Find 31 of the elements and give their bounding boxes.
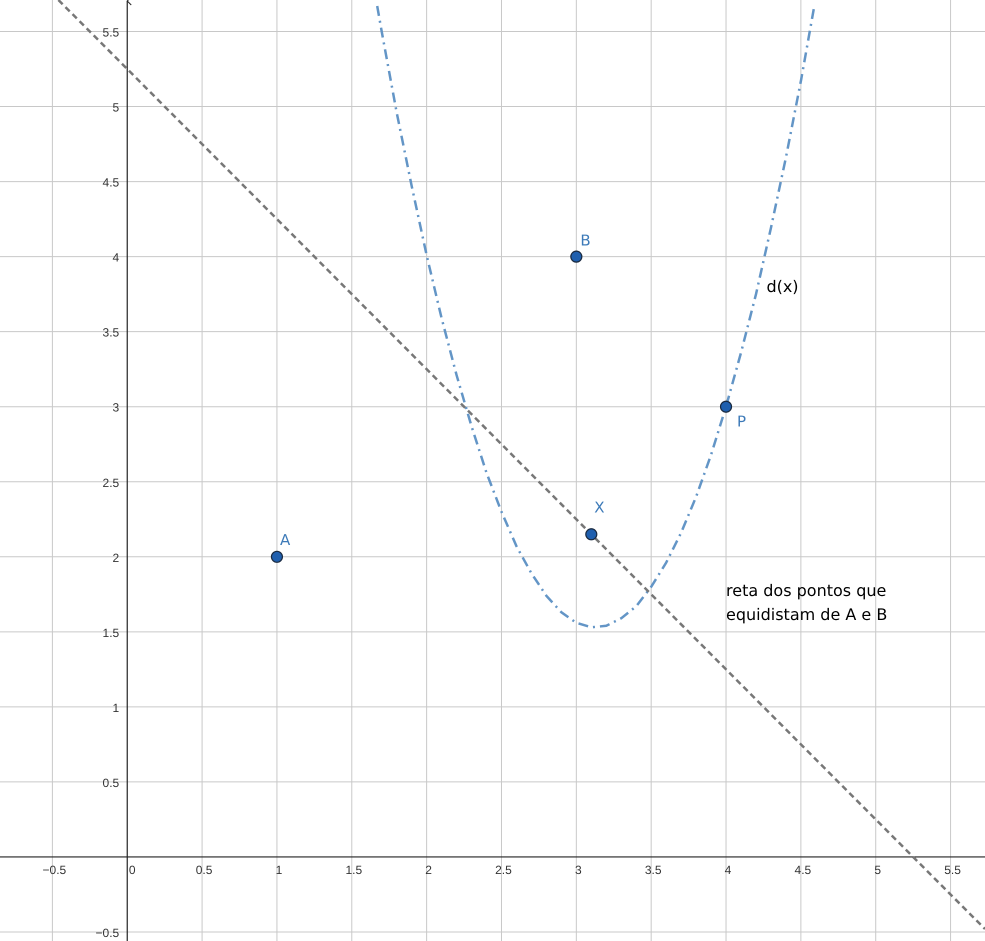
tick-label: 2.5 <box>102 476 120 490</box>
tick-label: 1 <box>276 862 282 877</box>
tick-label: 2.5 <box>495 862 512 877</box>
tick-label: 5.5 <box>102 26 120 40</box>
tick-label: 5.5 <box>944 862 961 877</box>
tick-label: 4.5 <box>102 176 120 190</box>
tick-label: 0.5 <box>196 862 212 877</box>
tick-label: 4 <box>724 862 732 877</box>
tick-label: 5 <box>112 100 120 115</box>
tick-label: 3.5 <box>102 326 120 340</box>
curve-label: reta dos pontos que equidistam de A e B <box>726 580 888 626</box>
tick-label: 2 <box>425 862 432 877</box>
tick-label: 3 <box>112 400 120 415</box>
tick-label: −0.5 <box>96 926 120 940</box>
curve-label: d(x) <box>766 276 800 298</box>
tick-label: 1.5 <box>102 626 120 640</box>
tick-label: 0.5 <box>102 776 120 790</box>
tick-label: 0 <box>128 862 136 877</box>
tick-label: 4 <box>112 250 120 265</box>
tick-label: 1.5 <box>345 862 362 877</box>
point-label: A <box>280 530 290 549</box>
tick-label: 1 <box>112 700 120 715</box>
tick-label: 3.5 <box>644 862 662 877</box>
tick-label: 5 <box>874 862 882 877</box>
point-label: P <box>737 412 746 431</box>
tick-label: 3 <box>574 862 582 877</box>
point-label: B <box>580 232 591 250</box>
tick-label: 2 <box>112 550 120 565</box>
tick-label: −0.5 <box>42 862 66 877</box>
tick-label: 4.5 <box>794 862 812 877</box>
point-label: X <box>594 498 605 516</box>
